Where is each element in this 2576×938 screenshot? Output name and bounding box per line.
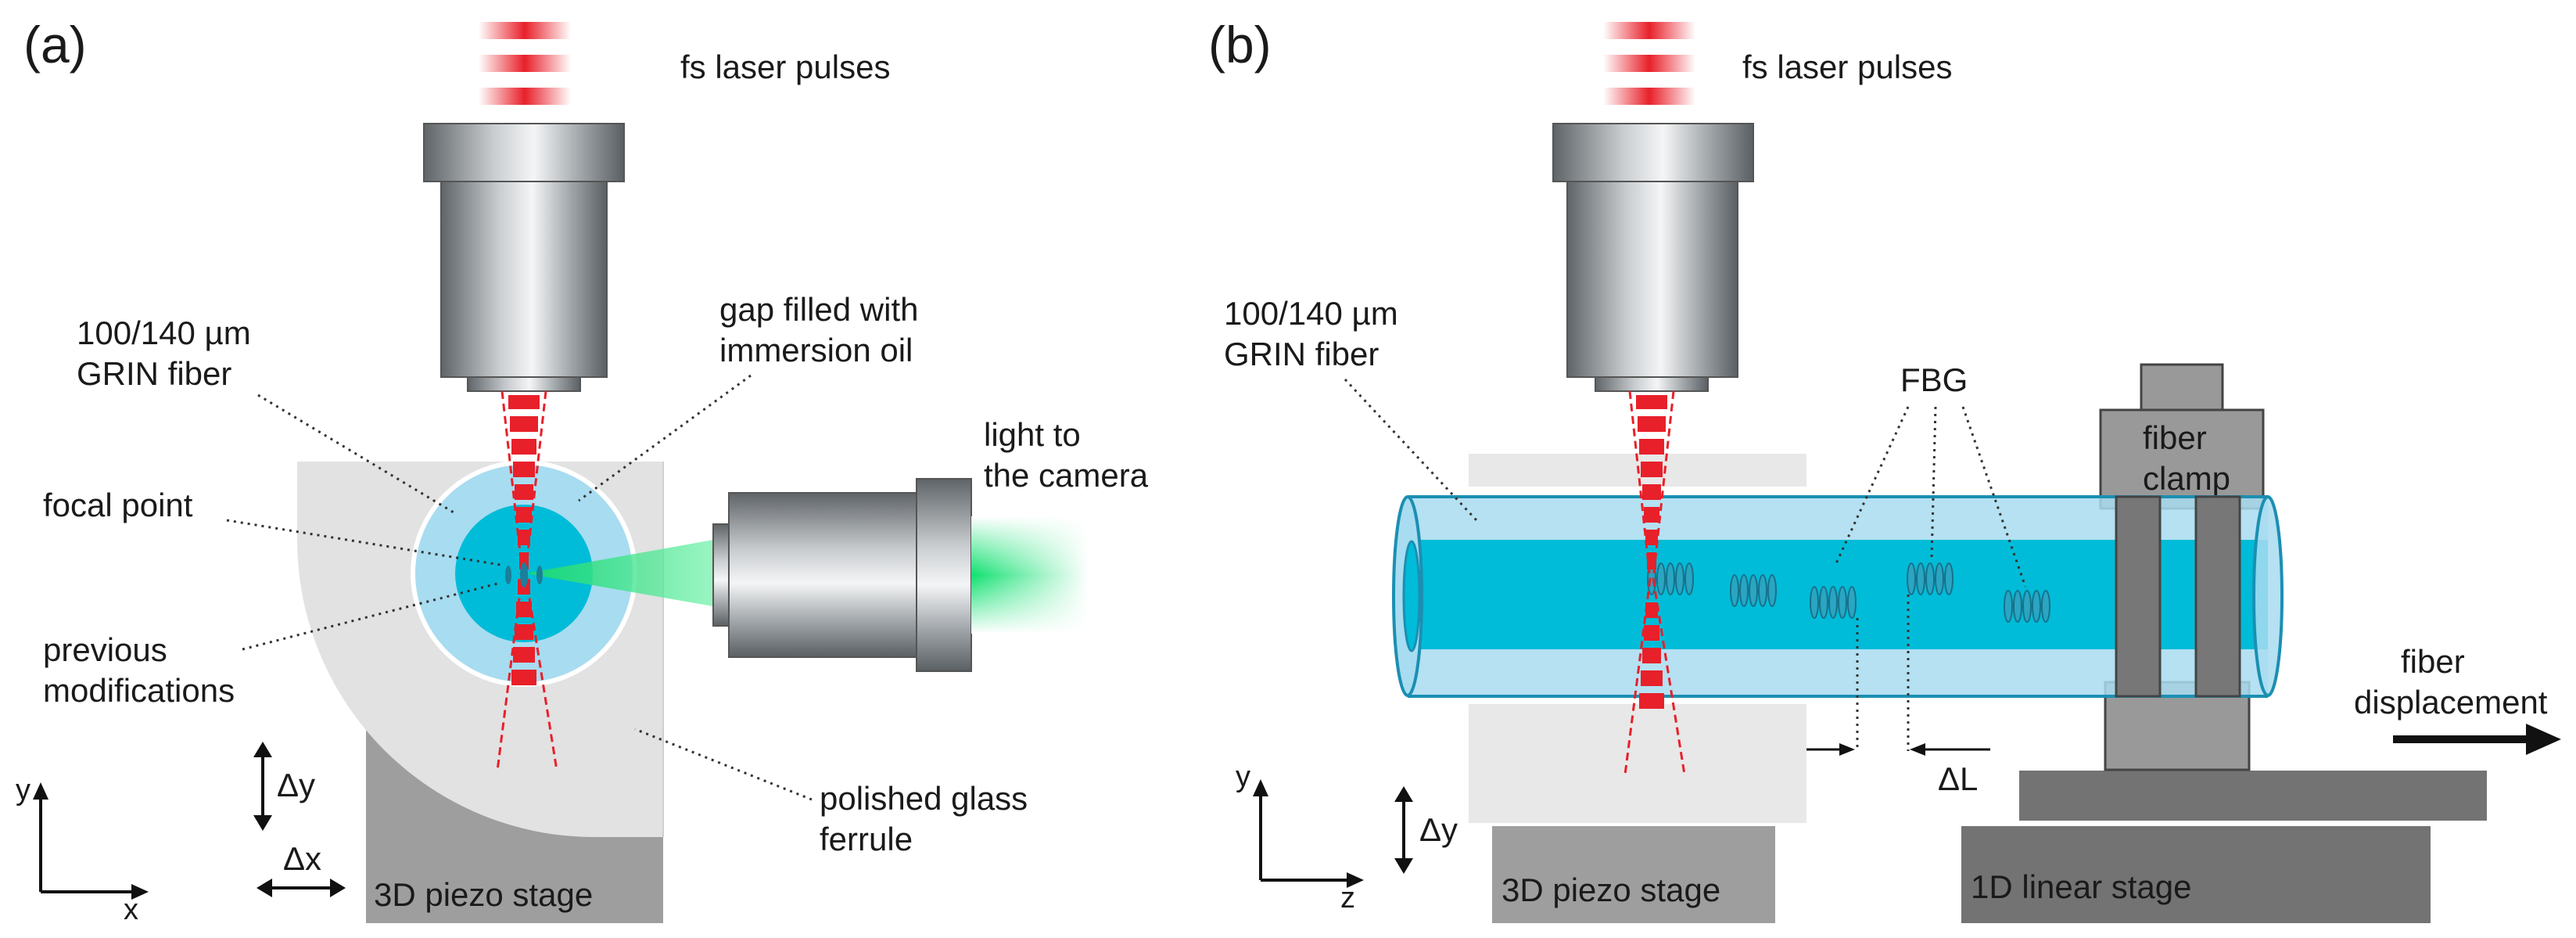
displacement-arrow	[2393, 724, 2561, 755]
panel-a: (a) 3D piezo stage fs laser pulses	[16, 16, 1149, 926]
piezo-stage-b-label: 3D piezo stage	[1501, 872, 1720, 908]
gap-label-2: immersion oil	[719, 332, 913, 368]
dy-arrow-b	[1394, 786, 1413, 874]
dl-label: ΔL	[1938, 760, 1978, 797]
clamp-label-2: clamp	[2143, 460, 2230, 497]
camera-objective	[712, 478, 972, 672]
piezo-stage-b	[1492, 826, 1775, 923]
ferrule-label-1: polished glass	[820, 780, 1028, 817]
dx-label-a: Δx	[283, 840, 321, 877]
fiber-label-b-2: GRIN fiber	[1224, 336, 1379, 372]
ferrule-label-2: ferrule	[820, 821, 913, 857]
laser-pulses-b	[1603, 22, 1695, 105]
focused-laser-b	[1623, 390, 1686, 775]
laser-pulses-a	[479, 22, 571, 105]
disp-label-2: displacement	[2354, 684, 2548, 721]
fbg-gratings	[1647, 562, 2050, 623]
axis-z-b: z	[1340, 882, 1355, 915]
linear-stage	[1961, 826, 2431, 923]
axis-x-a: x	[124, 893, 138, 926]
dx-arrow-a	[257, 879, 346, 897]
prev-label-1: previous	[43, 631, 167, 668]
light-label-1: light to	[984, 416, 1081, 453]
dy-label-b: Δy	[1419, 811, 1458, 848]
axes-a	[33, 782, 149, 900]
focused-laser-a	[496, 390, 558, 771]
dy-label-a: Δy	[277, 767, 315, 803]
dl-arrows	[1806, 743, 1990, 756]
objective-b	[1552, 123, 1754, 392]
laser-label-a: fs laser pulses	[680, 49, 890, 85]
light-label-2: the camera	[984, 457, 1149, 494]
axes-b	[1253, 779, 1364, 888]
objective-a	[423, 123, 625, 392]
axis-y-b: y	[1236, 760, 1250, 793]
panel-b-label: (b)	[1208, 16, 1272, 74]
axis-y-a: y	[16, 774, 30, 807]
clamp-label-1: fiber	[2143, 419, 2207, 456]
disp-label-1: fiber	[2401, 643, 2465, 680]
gap-label-1: gap filled with	[719, 291, 918, 328]
fiber-label-b-1: 100/140 µm	[1224, 295, 1398, 332]
laser-label-b: fs laser pulses	[1742, 49, 1952, 85]
panel-b: (b) 3D piezo stage 1D linear stage fiber…	[1208, 16, 2561, 923]
panel-a-label: (a)	[23, 16, 87, 74]
fiber-label-a-2: GRIN fiber	[77, 355, 231, 392]
dy-arrow-a	[253, 742, 272, 831]
linear-stage-top	[2019, 771, 2487, 821]
prev-label-2: modifications	[43, 672, 235, 709]
lower-holder	[1469, 704, 1806, 823]
piezo-stage-a-label: 3D piezo stage	[374, 876, 593, 913]
green-light-beam	[526, 540, 713, 606]
focal-label: focal point	[43, 487, 193, 523]
linear-stage-label: 1D linear stage	[1971, 868, 2192, 905]
previous-modifications	[505, 562, 543, 588]
fiber-label-a-1: 100/140 µm	[77, 314, 251, 351]
fbg-label: FBG	[1900, 361, 1968, 398]
